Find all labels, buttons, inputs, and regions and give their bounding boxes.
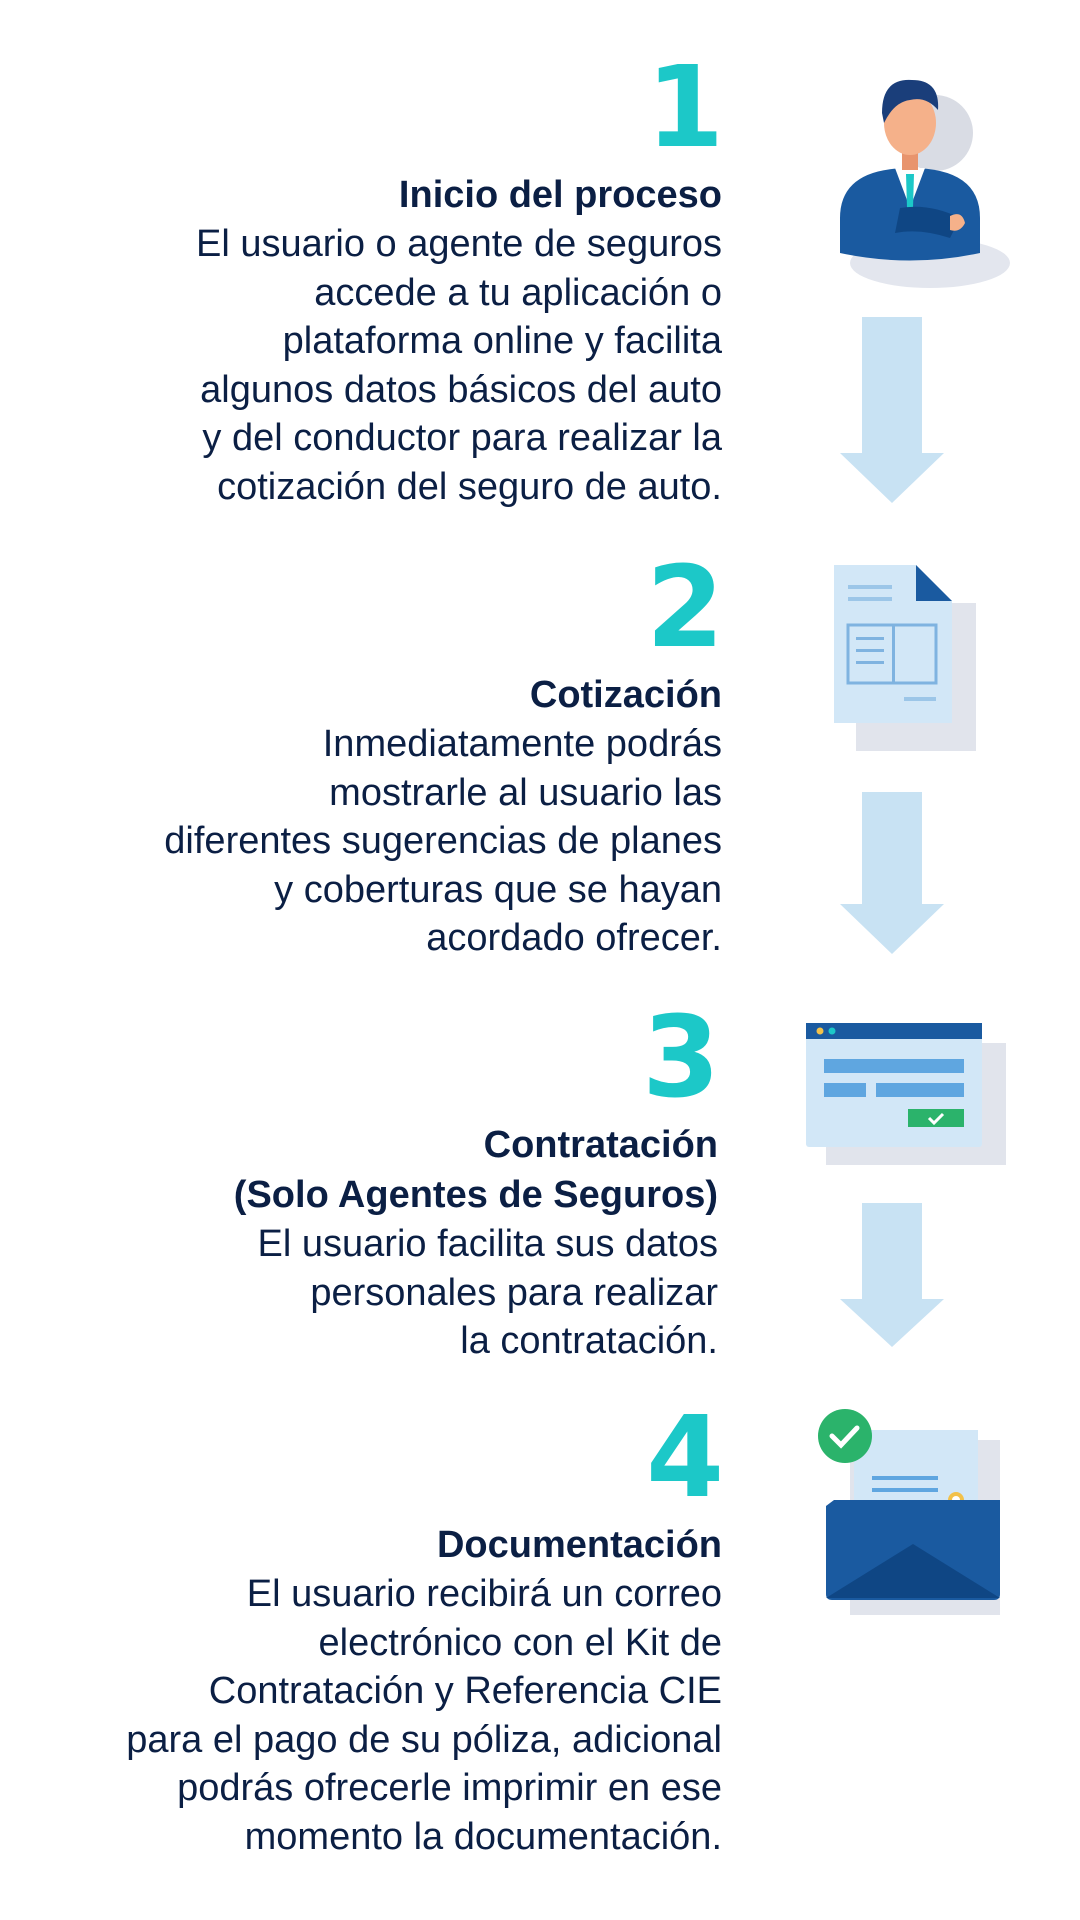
step-2: 2 Cotización Inmediatamente podrás mostr… bbox=[2, 543, 724, 963]
envelope-check-icon bbox=[818, 1409, 1000, 1615]
step-description: El usuario o agente de seguros accede a … bbox=[195, 223, 722, 508]
step-title: Cotización bbox=[529, 674, 722, 716]
agent-icon bbox=[840, 79, 1010, 288]
down-arrow bbox=[840, 317, 944, 503]
step-title: Contratación (Solo Agentes de Seguros) bbox=[233, 1124, 718, 1216]
step-number: 1 bbox=[646, 43, 724, 173]
step-3: 3 Contratación (Solo Agentes de Seguros)… bbox=[0, 993, 720, 1366]
down-arrow bbox=[840, 1203, 944, 1347]
step-1: 1 Inicio del proceso El usuario o agente… bbox=[2, 43, 724, 511]
form-window-icon bbox=[806, 1023, 1006, 1165]
step-4: 4 Documentación El usuario recibirá un c… bbox=[2, 1393, 724, 1861]
step-description: Inmediatamente podrás mostrarle al usuar… bbox=[164, 723, 722, 959]
step-title: Inicio del proceso bbox=[398, 174, 722, 216]
step-description: El usuario facilita sus datos personales… bbox=[257, 1223, 718, 1362]
step-number: 2 bbox=[646, 543, 724, 673]
step-description: El usuario recibirá un correo electrónic… bbox=[126, 1573, 722, 1858]
document-icon bbox=[834, 565, 976, 751]
step-number: 3 bbox=[642, 993, 720, 1123]
step-title: Documentación bbox=[436, 1524, 722, 1566]
down-arrow bbox=[840, 792, 944, 954]
step-number: 4 bbox=[646, 1393, 724, 1523]
